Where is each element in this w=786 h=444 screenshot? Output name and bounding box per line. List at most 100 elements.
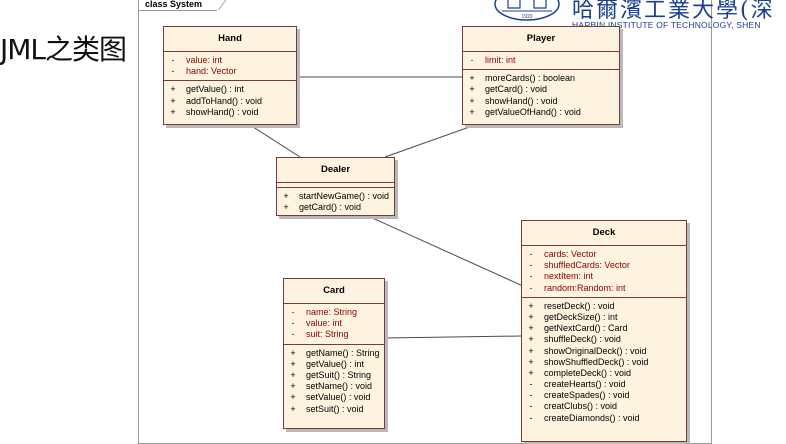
- attribute-text: random:Random: int: [544, 282, 626, 293]
- attribute-text: name: String: [306, 307, 358, 317]
- attribute-text: shuffledCards: Vector: [544, 260, 630, 271]
- visibility-marker: +: [528, 311, 534, 322]
- class-name: Deck: [522, 221, 686, 246]
- operation-text: completeDeck() : void: [544, 367, 632, 378]
- visibility-marker: +: [290, 392, 296, 403]
- operation-text: getValue() : int: [306, 358, 364, 369]
- operations-compartment: +startNewGame() : void+getCard() : void: [277, 188, 394, 216]
- attribute-row: - name: String: [284, 307, 384, 318]
- attributes-compartment: - limit: int: [463, 52, 619, 71]
- operation-text: startNewGame() : void: [299, 191, 390, 201]
- operation-row: + getName() : String: [284, 348, 384, 359]
- operation-text: getDeckSize() : int: [544, 311, 618, 322]
- operation-text: getValueOfHand() : void: [485, 106, 581, 117]
- class-deck[interactable]: Deck -cards: Vector-shuffledCards: Vecto…: [521, 220, 687, 442]
- attribute-row: - cards: Vector: [522, 249, 686, 260]
- attribute-text: cards: Vector: [544, 249, 597, 259]
- operation-row: + getValueOfHand() : void: [463, 107, 619, 118]
- operations-compartment: +getValue() : int+addToHand() : void+sho…: [164, 81, 296, 121]
- visibility-marker: -: [291, 329, 295, 340]
- operation-text: getSuit() : String: [306, 369, 372, 380]
- class-hand[interactable]: Hand -value: int-hand: Vector +getValue(…: [163, 26, 297, 125]
- class-name: Hand: [164, 27, 296, 52]
- operation-text: getCard() : void: [485, 84, 548, 95]
- operation-text: createDiamonds() : void: [544, 412, 640, 423]
- visibility-marker: -: [529, 260, 533, 271]
- operation-row: +showHand() : void: [463, 96, 619, 107]
- attribute-row: -value: int: [284, 318, 384, 329]
- visibility-marker: -: [529, 249, 533, 259]
- university-name-english: HARBIN INSTITUTE OF TECHNOLOGY, SHEN: [572, 20, 761, 30]
- operation-text: setSuit() : void: [306, 403, 364, 414]
- class-card[interactable]: Card -name: String-value: int-suit: Stri…: [283, 278, 385, 429]
- operation-row: -createHearts() : void: [522, 379, 686, 390]
- operation-row: + showShuffledDeck() : void: [522, 357, 686, 368]
- operation-text: showShuffledDeck() : void: [544, 356, 649, 367]
- visibility-marker: -: [291, 318, 295, 329]
- operation-row: + setValue() : void: [284, 392, 384, 403]
- attribute-text: suit: String: [306, 329, 349, 340]
- operation-row: -creatClubs() : void: [522, 401, 686, 412]
- attribute-row: -random:Random: int: [522, 283, 686, 294]
- attribute-row: -suit: String: [284, 329, 384, 340]
- operations-compartment: + getName() : String + getValue() : int + get…: [284, 345, 384, 418]
- operation-row: + shuffleDeck() : void: [522, 334, 686, 345]
- operations-compartment: +resetDeck() : void+getDeckSize() : int+…: [522, 298, 686, 427]
- visibility-marker: -: [529, 379, 533, 390]
- operation-row: +startNewGame() : void: [277, 191, 394, 202]
- operation-row: +showOriginalDeck() : void: [522, 346, 686, 357]
- visibility-marker: +: [528, 323, 534, 334]
- class-name: Player: [463, 27, 619, 52]
- visibility-marker: -: [470, 55, 474, 65]
- visibility-marker: -: [529, 390, 533, 401]
- class-dealer[interactable]: Dealer +startNewGame() : void+getCard() …: [276, 157, 395, 216]
- visibility-marker: +: [290, 347, 296, 358]
- operation-row: +moreCards() : boolean: [463, 73, 619, 84]
- visibility-marker: -: [529, 412, 533, 423]
- attribute-text: value: int: [186, 55, 223, 65]
- operation-text: setValue() : void: [306, 392, 371, 403]
- attribute-row: -shuffledCards: Vector: [522, 260, 686, 271]
- operation-text: creatClubs() : void: [544, 401, 618, 412]
- operation-text: moreCards() : boolean: [485, 73, 576, 84]
- operations-compartment: +moreCards() : boolean+getCard() : void+…: [463, 70, 619, 121]
- visibility-marker: +: [528, 356, 534, 367]
- frame-label: class System: [139, 0, 218, 11]
- operation-row: + setSuit() : void: [284, 404, 384, 415]
- visibility-marker: -: [171, 55, 175, 65]
- operation-text: setName() : void: [306, 381, 373, 392]
- operation-text: getName() : String: [306, 347, 380, 358]
- visibility-marker: +: [528, 300, 534, 311]
- attribute-row: - value: int: [164, 55, 296, 66]
- visibility-marker: -: [171, 66, 175, 77]
- visibility-marker: +: [469, 106, 475, 117]
- visibility-marker: -: [529, 282, 533, 293]
- attribute-text: limit: int: [485, 55, 516, 65]
- visibility-marker: +: [290, 381, 296, 392]
- attribute-text: hand: Vector: [186, 66, 237, 77]
- visibility-marker: +: [170, 106, 176, 117]
- operation-text: addToHand() : void: [186, 95, 263, 106]
- operation-row: -createDiamonds() : void: [522, 413, 686, 424]
- visibility-marker: +: [290, 369, 296, 380]
- class-player[interactable]: Player -limit: int +moreCards() : boolea…: [462, 26, 620, 125]
- attribute-row: -hand: Vector: [164, 66, 296, 77]
- operation-text: getNextCard() : Card: [544, 323, 628, 334]
- operation-text: shuffleDeck() : void: [544, 334, 621, 345]
- visibility-marker: +: [290, 403, 296, 414]
- visibility-marker: +: [170, 84, 176, 95]
- visibility-marker: -: [291, 307, 295, 317]
- operation-row: +resetDeck() : void: [522, 301, 686, 312]
- visibility-marker: +: [528, 345, 534, 356]
- operation-row: -createSpades() : void: [522, 390, 686, 401]
- operation-row: + setName() : void: [284, 381, 384, 392]
- visibility-marker: +: [469, 84, 475, 95]
- operation-row: + getSuit() : String: [284, 370, 384, 381]
- operation-row: +getCard() : void: [277, 202, 394, 213]
- attributes-compartment: -cards: Vector-shuffledCards: Vector-nex…: [522, 246, 686, 298]
- operation-row: +showHand() : void: [164, 107, 296, 118]
- visibility-marker: +: [528, 334, 534, 345]
- seal-year: 1920: [521, 14, 532, 20]
- operation-row: + getCard() : void: [463, 84, 619, 95]
- attributes-compartment: [277, 183, 394, 188]
